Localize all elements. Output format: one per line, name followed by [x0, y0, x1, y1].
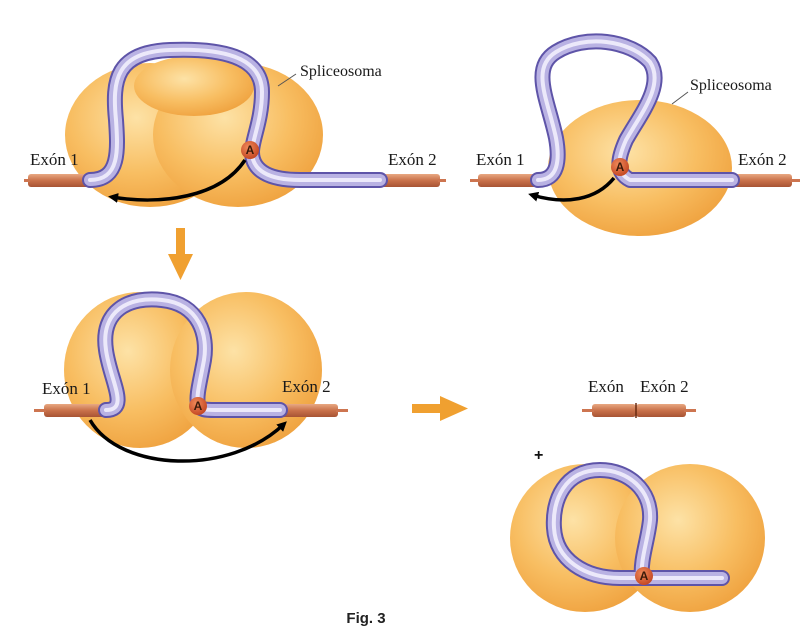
exon-1-label: Exón 1: [30, 150, 79, 169]
step-arrow-down: [168, 228, 193, 280]
exon-1-segment: [44, 404, 106, 417]
branch-point-label: A: [194, 399, 203, 413]
exon-2-segment: [636, 404, 686, 417]
plus-sign: +: [534, 447, 543, 464]
branch-point-label: A: [640, 569, 649, 583]
spliceosome-label: Spliceosoma: [690, 77, 772, 94]
exon-1-segment: [478, 174, 538, 187]
spliceosome-label: Spliceosoma: [300, 63, 382, 80]
exon-1-segment: [592, 404, 636, 417]
exon-2-label: Exón 2: [388, 150, 437, 169]
exon-2-label: Exón 2: [738, 150, 787, 169]
panel-spliced-exons: Exón Exón 2: [582, 377, 696, 418]
panel-lariat-released: A: [510, 464, 765, 612]
exon-1-label: Exón 1: [42, 379, 91, 398]
exon-1-segment: [28, 174, 90, 187]
step-arrow-right: [412, 396, 468, 421]
exon-2-segment: [280, 404, 338, 417]
branch-point-label: A: [246, 143, 255, 157]
exon-2-label: Exón 2: [282, 377, 331, 396]
exon-joined-right-label: Exón 2: [640, 377, 689, 396]
exon-2-segment: [732, 174, 792, 187]
branch-point-label: A: [616, 160, 625, 174]
exon-1-label: Exón 1: [476, 150, 525, 169]
panel-step-3: A Exón 1 Exón 2: [34, 292, 348, 461]
exon-joined-left-label: Exón: [588, 377, 624, 396]
panel-step-2: A Exón 1 Exón 2 Spliceosoma: [470, 41, 800, 236]
figure-caption: Fig. 3: [346, 610, 385, 627]
panel-step-1: A Exón 1 Exón 2 Spliceosoma: [24, 50, 446, 207]
